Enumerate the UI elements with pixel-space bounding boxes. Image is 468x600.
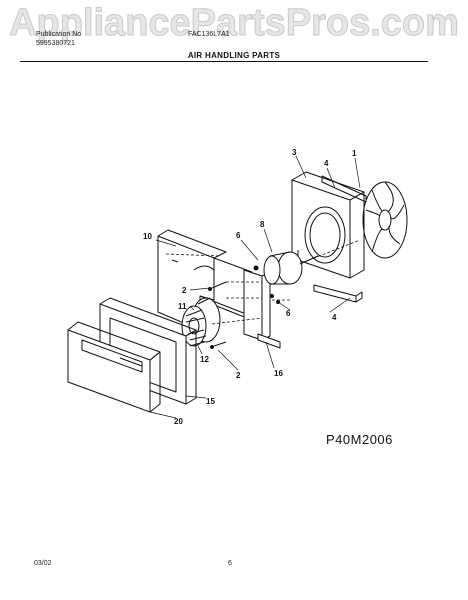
diagram-code: P40M2006	[326, 432, 393, 447]
callout-6-upper: 6	[236, 231, 241, 240]
part-motor	[263, 251, 319, 285]
screws	[208, 265, 280, 349]
section-title: AIR HANDLING PARTS	[187, 51, 281, 60]
callout-12: 12	[200, 355, 209, 364]
callout-2-lower: 2	[236, 371, 241, 380]
publication-label: Publication No	[36, 31, 82, 38]
callout-4-lower: 4	[332, 313, 337, 322]
callout-4-upper: 4	[324, 159, 329, 168]
callout-2-upper: 2	[182, 286, 187, 295]
footer-date: 03/02	[34, 560, 52, 567]
publication-number: 5995380721	[36, 40, 75, 47]
part-fan-blade	[362, 181, 408, 259]
callout-15: 15	[206, 397, 215, 406]
model-number: FAC136L7A1	[188, 31, 230, 38]
header-rule	[20, 61, 428, 62]
callout-10: 10	[143, 232, 152, 241]
callout-1: 1	[352, 149, 357, 158]
footer-page-number: 6	[228, 560, 232, 567]
watermark: AppliancePartsPros.com	[9, 2, 460, 45]
callout-3: 3	[292, 148, 297, 157]
callout-11: 11	[178, 302, 187, 311]
callout-16: 16	[274, 369, 283, 378]
part-fan-shroud	[291, 171, 365, 279]
callout-6-lower: 6	[286, 309, 291, 318]
part-motor-mount	[243, 269, 281, 349]
callout-20: 20	[174, 417, 183, 426]
callout-8: 8	[260, 220, 265, 229]
part-blower-wheel	[181, 297, 221, 347]
